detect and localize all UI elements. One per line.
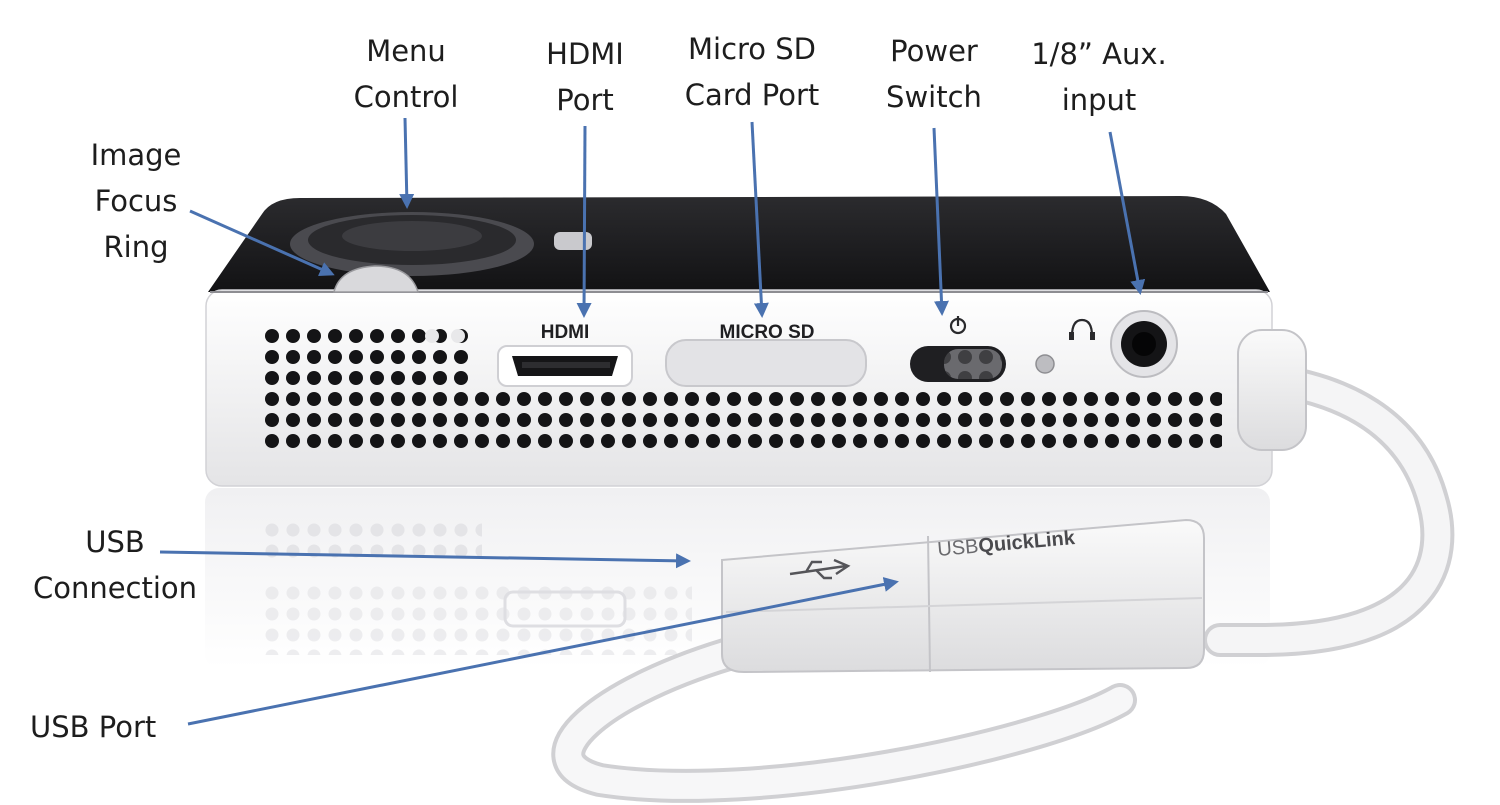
arrow-aux-input — [1108, 131, 1146, 295]
projector-device — [205, 196, 1273, 487]
callout-power-switch-line2: Switch — [886, 80, 982, 114]
headphone-icon — [1070, 318, 1094, 337]
callout-image-focus-ring: Image Focus Ring — [76, 132, 196, 270]
callout-usb-connection: USB Connection — [22, 519, 208, 611]
callout-menu-control-line1: Menu — [366, 34, 446, 68]
arrow-micro-sd — [750, 121, 769, 318]
callout-arrows — [159, 117, 1146, 726]
callout-aux-input-line2: input — [1061, 83, 1137, 117]
device-hdmi-label: HDMI — [541, 322, 590, 343]
focus-ring-wheel — [333, 265, 420, 293]
led-indicator — [1035, 354, 1055, 374]
micro-sd-slot — [665, 339, 867, 387]
callout-power-switch-line1: Power — [890, 34, 978, 68]
usb-cable — [551, 329, 1455, 803]
arrow-menu-control — [399, 117, 415, 209]
arrow-usb-port — [187, 577, 899, 726]
callout-focus-line2: Focus — [94, 184, 178, 218]
callout-usb-port-line1: USB Port — [30, 710, 157, 744]
callout-micro-sd-line1: Micro SD — [687, 32, 816, 66]
device-micro-sd-label: MICRO SD — [720, 322, 815, 343]
callout-usb-connection-line2: Connection — [32, 571, 198, 605]
callout-power-switch: Power Switch — [866, 28, 1002, 120]
vent-holes-upper — [262, 326, 474, 389]
usb-quicklink-plug — [721, 518, 1205, 674]
callout-micro-sd-card-port: Micro SD Card Port — [672, 26, 832, 118]
callout-menu-control-line2: Control — [353, 80, 459, 114]
callout-aux-input: 1/8” Aux. input — [1014, 31, 1184, 123]
callout-usb-connection-line1: USB — [85, 525, 145, 559]
top-button — [554, 232, 592, 250]
callout-hdmi-port: HDMI Port — [530, 31, 640, 123]
callout-focus-line1: Image — [90, 138, 182, 172]
callout-focus-line3: Ring — [103, 230, 169, 264]
arrow-hdmi-port — [576, 125, 592, 318]
arrow-power-switch — [932, 127, 949, 316]
usb-trident-icon — [789, 558, 851, 580]
callout-hdmi-port-line2: Port — [556, 83, 614, 117]
callout-micro-sd-line2: Card Port — [684, 78, 820, 112]
callout-aux-input-line1: 1/8” Aux. — [1031, 37, 1167, 71]
callout-menu-control: Menu Control — [344, 28, 468, 120]
arrow-focus-ring — [189, 209, 335, 276]
vent-holes-lower — [262, 389, 1222, 452]
callout-usb-port: USB Port — [30, 704, 156, 750]
callout-hdmi-port-line1: HDMI — [546, 37, 624, 71]
arrow-usb-connection — [159, 550, 691, 569]
